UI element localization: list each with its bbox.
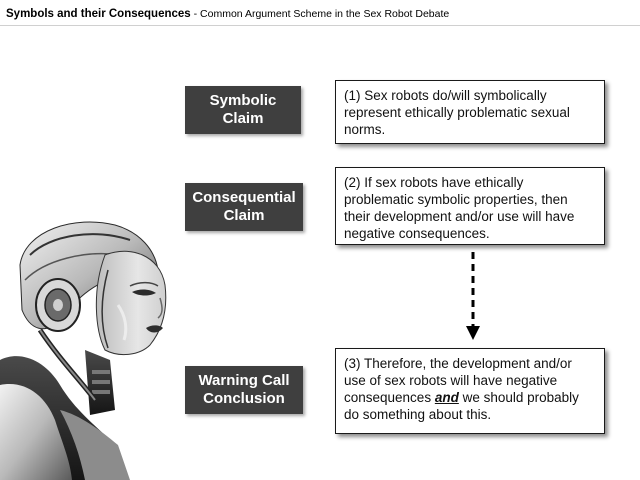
slide-header: Symbols and their Consequences - Common … — [0, 0, 640, 28]
consequential-claim-label: Consequential Claim — [185, 183, 303, 231]
claim-2-text: (2) If sex robots have ethically problem… — [344, 175, 574, 241]
claim-box-3: (3) Therefore, the development and/or us… — [335, 348, 605, 434]
header-divider — [0, 25, 640, 26]
title-subtitle: Common Argument Scheme in the Sex Robot … — [200, 8, 449, 20]
slide-title: Symbols and their Consequences - Common … — [6, 8, 449, 20]
consequential-claim-label-text: Consequential Claim — [189, 189, 299, 225]
claim-3-emphasis: and — [435, 390, 459, 405]
claim-1-text: (1) Sex robots do/will symbolically repr… — [344, 88, 570, 137]
title-main: Symbols and their Consequences — [6, 8, 191, 20]
warning-call-conclusion-label: Warning Call Conclusion — [185, 366, 303, 414]
symbolic-claim-label: Symbolic Claim — [185, 86, 301, 134]
robot-illustration — [0, 210, 180, 480]
dashed-down-arrow-icon — [463, 250, 483, 342]
claim-box-1: (1) Sex robots do/will symbolically repr… — [335, 80, 605, 144]
claim-box-2: (2) If sex robots have ethically problem… — [335, 167, 605, 245]
symbolic-claim-label-text: Symbolic Claim — [188, 92, 298, 128]
warning-call-conclusion-label-text: Warning Call Conclusion — [189, 372, 299, 408]
title-separator: - — [191, 8, 200, 20]
